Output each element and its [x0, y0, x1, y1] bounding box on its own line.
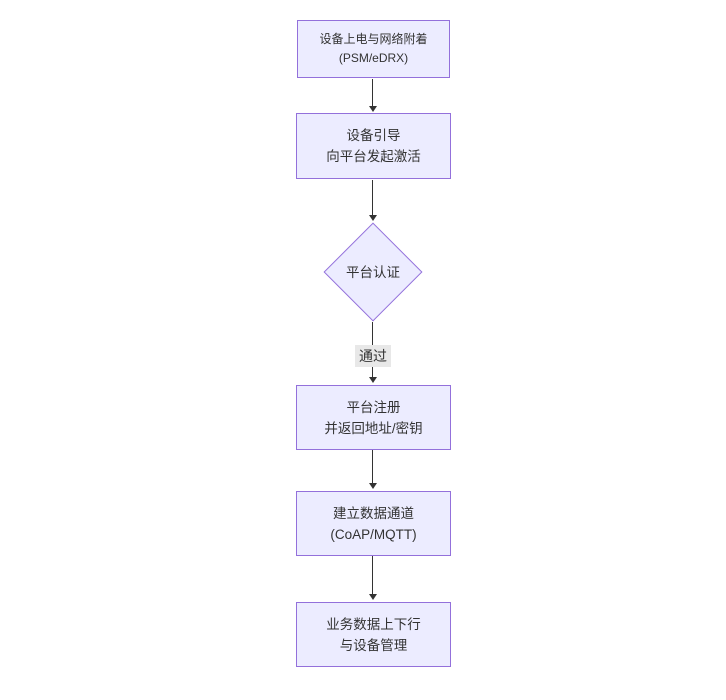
- node-platform-register: 平台注册 并返回地址/密钥: [296, 385, 451, 450]
- edge-arrow-1: [372, 79, 373, 106]
- edge-arrow-2: [372, 180, 373, 215]
- node-label-line: 设备上电与网络附着: [319, 32, 428, 46]
- arrowhead-icon: [369, 106, 377, 112]
- node-bootstrap: 设备引导 向平台发起激活: [296, 113, 451, 179]
- node-label-line: 设备引导: [346, 128, 401, 143]
- node-label-line: (CoAP/MQTT): [330, 526, 417, 542]
- edge-arrow-4: [372, 450, 373, 483]
- arrowhead-icon: [369, 377, 377, 383]
- node-label-line: 向平台发起激活: [326, 149, 421, 164]
- edge-arrow-5: [372, 556, 373, 594]
- node-label-line: 业务数据上下行: [326, 616, 421, 632]
- node-label-line: 与设备管理: [339, 637, 408, 653]
- node-business-data: 业务数据上下行 与设备管理: [296, 602, 451, 667]
- edge-label-pass: 通过: [355, 345, 391, 367]
- node-label-line: 平台注册: [346, 399, 401, 415]
- node-label-line: (PSM/eDRX): [338, 51, 409, 65]
- arrowhead-icon: [369, 215, 377, 221]
- arrowhead-icon: [369, 483, 377, 489]
- node-data-channel: 建立数据通道 (CoAP/MQTT): [296, 491, 451, 556]
- node-label-line: 建立数据通道: [333, 505, 414, 521]
- decision-platform-auth-label: 平台认证: [346, 264, 400, 280]
- node-power-attach: 设备上电与网络附着 (PSM/eDRX): [297, 20, 450, 78]
- node-label-line: 并返回地址/密钥: [324, 420, 423, 436]
- arrowhead-icon: [369, 594, 377, 600]
